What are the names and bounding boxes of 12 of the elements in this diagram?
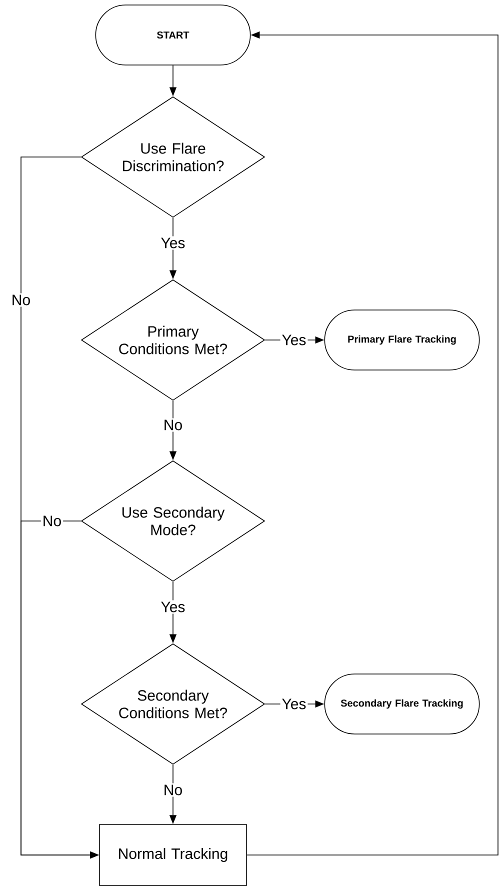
terminal-box: START [95, 4, 251, 66]
edge-label: No [10, 293, 32, 307]
edge-label: No [162, 783, 184, 797]
process-box: Normal Tracking [99, 824, 247, 886]
edge-label: Yes [280, 697, 308, 711]
edge-label: No [162, 418, 184, 432]
edge-label: Yes [280, 333, 308, 347]
edge-label: No [40, 514, 64, 528]
terminal-box: Primary Flare Tracking [324, 310, 480, 370]
edge-label: Yes [159, 236, 187, 250]
edge-label: Yes [159, 600, 187, 614]
terminal-box: Secondary Flare Tracking [324, 674, 480, 734]
